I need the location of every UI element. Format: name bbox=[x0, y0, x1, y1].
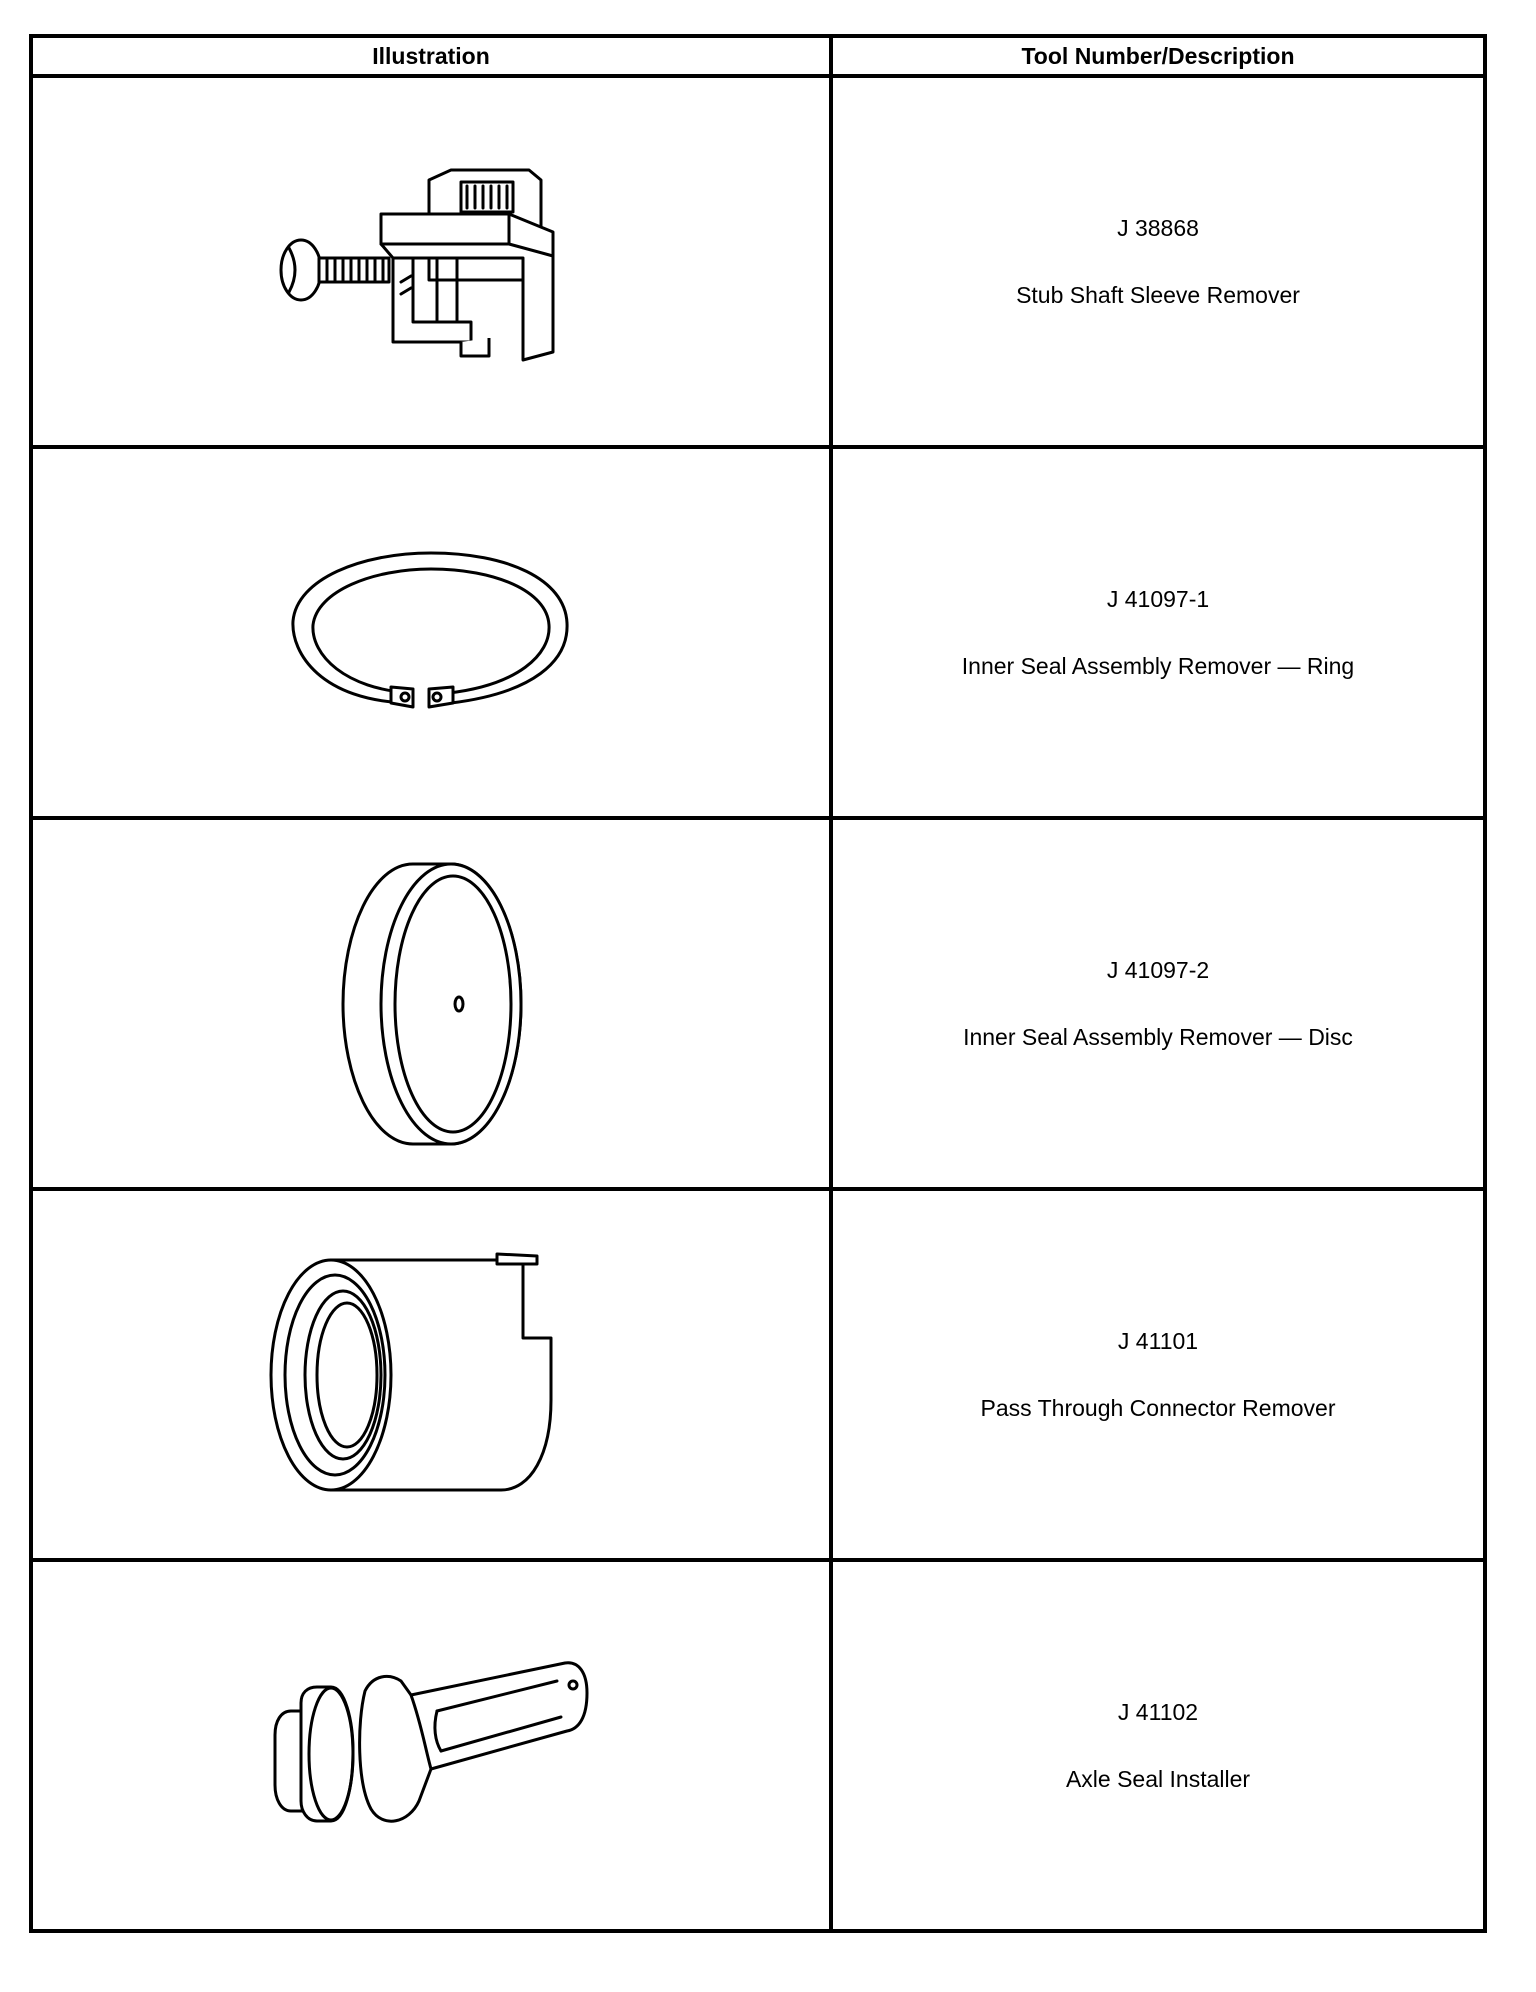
seal-installer-icon bbox=[273, 1660, 589, 1823]
tool-description: Inner Seal Assembly Remover — Ring bbox=[961, 652, 1355, 679]
sleeve-remover-clamp-icon bbox=[279, 168, 555, 361]
disc-icon bbox=[341, 862, 523, 1145]
tool-info-cell: J 41102 Axle Seal Installer bbox=[829, 1558, 1487, 1933]
tool-description: Stub Shaft Sleeve Remover bbox=[1016, 281, 1300, 308]
snap-ring-icon bbox=[291, 551, 569, 708]
tool-info-cell: J 41097-2 Inner Seal Assembly Remover — … bbox=[829, 816, 1487, 1191]
tool-number: J 41097-2 bbox=[1106, 956, 1210, 983]
illustration-cell bbox=[29, 1558, 833, 1933]
illustration-column-header: Illustration bbox=[29, 34, 833, 78]
illustration-cell bbox=[29, 74, 833, 449]
table-row: J 41102 Axle Seal Installer bbox=[29, 1558, 1487, 1933]
tool-description: Inner Seal Assembly Remover — Disc bbox=[963, 1023, 1353, 1050]
tool-info-cell: J 41101 Pass Through Connector Remover bbox=[829, 1187, 1487, 1562]
tool-description: Pass Through Connector Remover bbox=[980, 1394, 1336, 1421]
tool-number: J 41097-1 bbox=[1106, 585, 1210, 612]
tool-info-cell: J 41097-1 Inner Seal Assembly Remover — … bbox=[829, 445, 1487, 820]
tool-column-header: Tool Number/Description bbox=[829, 34, 1487, 78]
table-row: J 41101 Pass Through Connector Remover bbox=[29, 1187, 1487, 1562]
tool-description: Axle Seal Installer bbox=[1065, 1765, 1251, 1792]
tool-info-cell: J 38868 Stub Shaft Sleeve Remover bbox=[829, 74, 1487, 449]
table-row: J 38868 Stub Shaft Sleeve Remover bbox=[29, 74, 1487, 449]
tool-table: Illustration Tool Number/Description bbox=[29, 34, 1487, 1933]
table-row: J 41097-2 Inner Seal Assembly Remover — … bbox=[29, 816, 1487, 1191]
illustration-cell bbox=[29, 445, 833, 820]
header-row: Illustration Tool Number/Description bbox=[29, 34, 1487, 78]
illustration-cell bbox=[29, 816, 833, 1191]
tool-number: J 41101 bbox=[1117, 1327, 1199, 1354]
tool-number: J 41102 bbox=[1117, 1698, 1199, 1725]
tool-number: J 38868 bbox=[1117, 214, 1199, 241]
cylinder-remover-icon bbox=[269, 1252, 553, 1491]
illustration-cell bbox=[29, 1187, 833, 1562]
table-row: J 41097-1 Inner Seal Assembly Remover — … bbox=[29, 445, 1487, 820]
